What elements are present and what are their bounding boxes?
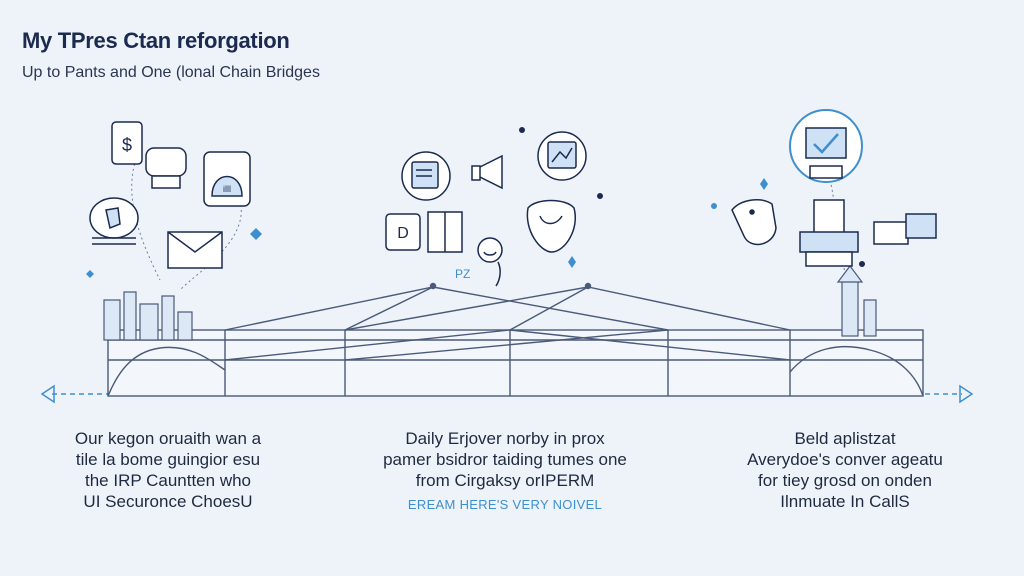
caption-right: Beld aplistzat Averydoe's conver ageatu … [700,428,990,512]
caption-line: from Cirgaksy orIPERM [415,471,595,490]
building-icon [103,291,193,341]
chart-card-icon [537,131,587,181]
pawprint-icon [526,199,577,253]
caption-accent: EREAM HERE'S VERY NOIVEL [407,497,603,512]
page-subtitle: Up to Pants and One (lonal Chain Bridges [22,64,320,81]
sparkle-icon [86,270,94,278]
sparkle-icon [568,256,576,268]
server-icon [799,199,859,267]
right-arrow-icon [959,384,974,404]
page-title: My TPres Ctan reforgation [22,28,290,53]
dot-icon [711,203,717,209]
folder-icon [873,213,937,245]
box-icon: D [385,213,421,251]
caption-left: Our kegon oruaith wan a tile la bome gui… [38,428,298,512]
sparkle-icon [250,228,262,240]
caption-middle: Daily Erjover norby in prox pamer bsidro… [340,428,670,515]
caption-line: the IRP Cauntten who [84,471,251,490]
caption-line: for tiey grosd on onden [758,471,932,490]
dot-icon [597,193,603,199]
svg-text:D: D [397,225,409,242]
svg-text:$: $ [122,135,132,155]
caption-line: pamer bsidror taiding tumes one [383,450,627,469]
face-icon [477,237,503,287]
shield-icon [89,197,139,245]
printer-icon [145,147,187,189]
caption-line: Averydoe's conver ageatu [747,450,943,469]
robot-head-icon: illl [203,151,251,207]
center-tag: PZ [455,267,470,281]
svg-text:illl: illl [223,184,231,194]
door-icon [427,211,463,253]
megaphone-icon [471,154,503,190]
document-icon [401,151,451,201]
caption-line: tile la bome guingior esu [75,450,261,469]
lighthouse-icon [836,265,877,337]
caption-line: Beld aplistzat [794,429,896,448]
caption-line: Ilnmuate In CallS [780,492,910,511]
caption-line: UI Securonce ChoesU [83,492,253,511]
dot-icon [859,261,865,267]
caption-line: Our kegon oruaith wan a [74,429,262,448]
caption-line: Daily Erjover norby in prox [405,429,605,448]
dollar-icon: $ [111,121,143,165]
left-arrow-icon [40,384,55,404]
monitor-check-icon [789,109,863,183]
sparkle-icon [760,178,768,190]
mail-icon [167,231,223,269]
dot-icon [519,127,525,133]
bird-icon [731,198,777,246]
bridge [107,282,924,397]
